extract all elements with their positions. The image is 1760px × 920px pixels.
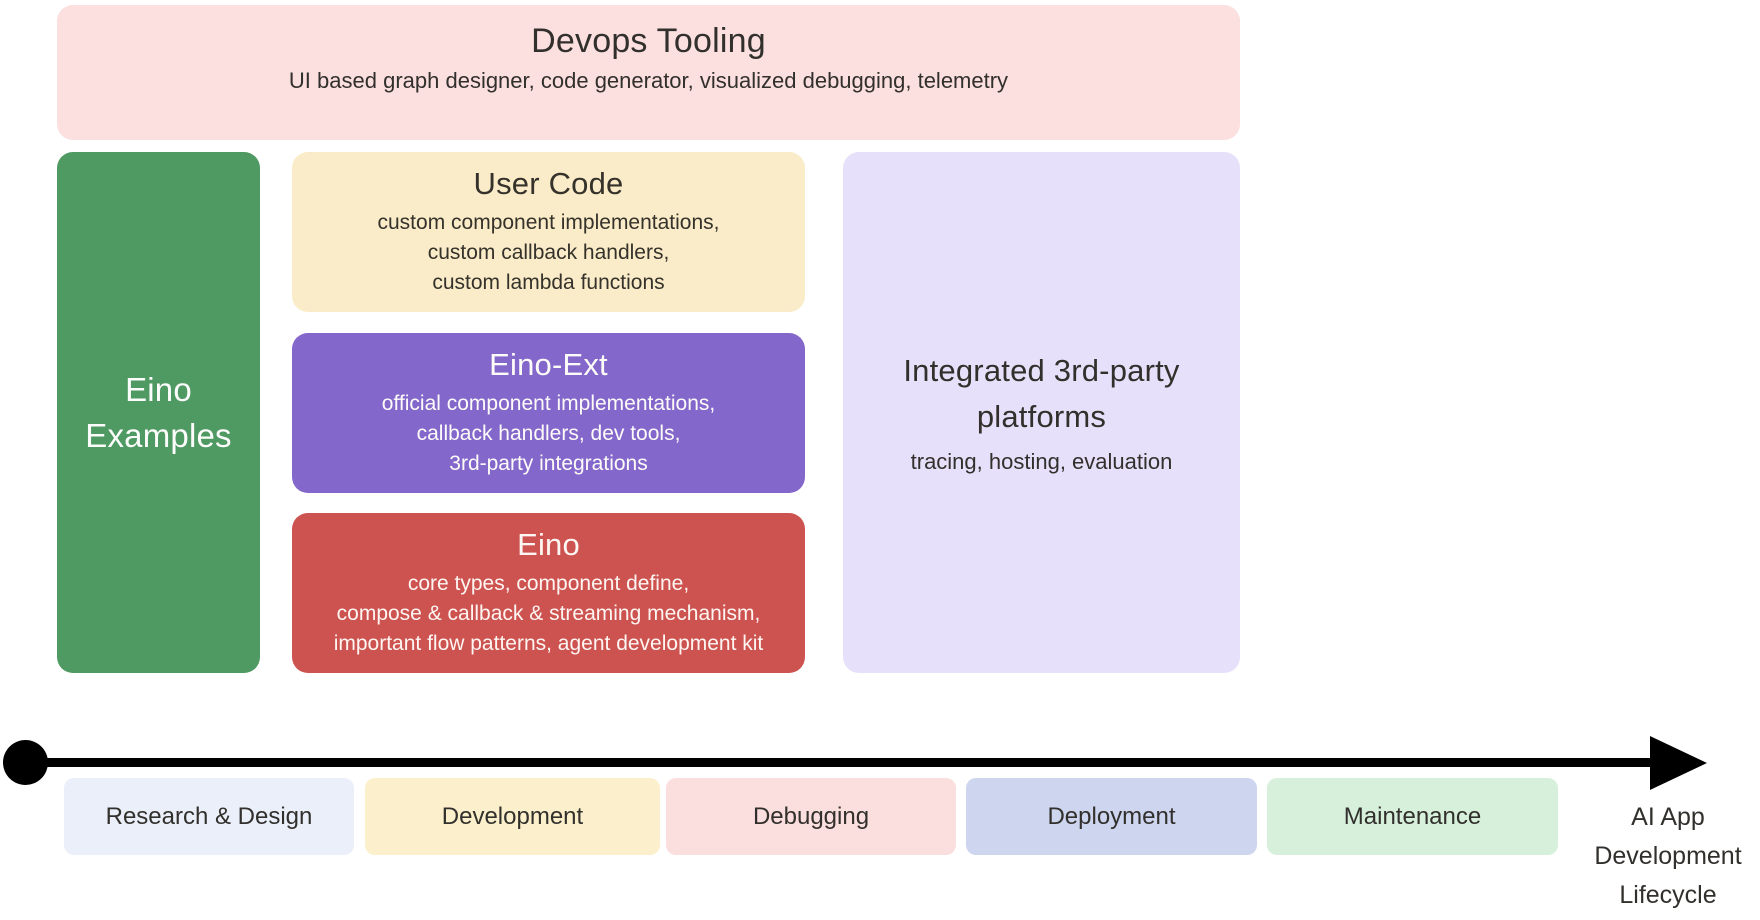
devops-tooling-box: Devops Tooling UI based graph designer, … (57, 5, 1240, 140)
eino-examples-box: Eino Examples (57, 152, 260, 673)
user-code-line: custom lambda functions (432, 271, 665, 294)
stage-label: Deployment (1047, 802, 1176, 830)
eino-core-box: Eino core types, component define, compo… (292, 513, 805, 673)
devops-tooling-title: Devops Tooling (531, 22, 766, 60)
stage-label: Development (441, 802, 584, 830)
eino-ext-line: official component implementations, (381, 392, 716, 415)
lifecycle-axis-label-line: AI App (1631, 803, 1705, 831)
eino-core-line: core types, component define, (407, 572, 690, 595)
eino-ext-line: 3rd-party integrations (449, 452, 648, 475)
user-code-line: custom callback handlers, (427, 241, 670, 264)
timeline-axis-line (25, 758, 1661, 767)
eino-ext-line: callback handlers, dev tools, (416, 422, 681, 445)
third-party-platforms-box: Integrated 3rd-party platforms tracing, … (843, 152, 1240, 673)
lifecycle-axis-label: AI App Development Lifecycle (1558, 798, 1760, 915)
lifecycle-axis-label-line: Lifecycle (1619, 881, 1717, 909)
stage-label: Research & Design (105, 802, 313, 830)
lifecycle-axis-label-line: Development (1594, 842, 1742, 870)
third-party-platforms-subtitle: tracing, hosting, evaluation (910, 449, 1173, 474)
eino-ext-title: Eino-Ext (489, 347, 608, 382)
timeline-start-dot (3, 740, 48, 785)
eino-core-line: compose & callback & streaming mechanism… (336, 602, 761, 625)
stage-label: Maintenance (1343, 802, 1482, 830)
eino-examples-title: Eino Examples (85, 370, 232, 454)
stage-development: Development (365, 778, 660, 855)
user-code-line: custom component implementations, (377, 211, 720, 234)
stage-deployment: Deployment (966, 778, 1257, 855)
eino-core-title: Eino (517, 527, 580, 562)
stage-maintenance: Maintenance (1267, 778, 1558, 855)
devops-tooling-subtitle: UI based graph designer, code generator,… (288, 68, 1009, 93)
eino-ext-box: Eino-Ext official component implementati… (292, 333, 805, 493)
eino-core-line: important flow patterns, agent developme… (333, 632, 764, 655)
third-party-platforms-title: Integrated 3rd-party platforms (903, 353, 1180, 434)
stage-label: Debugging (752, 802, 870, 830)
user-code-box: User Code custom component implementatio… (292, 152, 805, 312)
stage-research-design: Research & Design (64, 778, 354, 855)
user-code-title: User Code (473, 166, 624, 201)
timeline-arrowhead-icon (1650, 736, 1707, 790)
stage-debugging: Debugging (666, 778, 956, 855)
